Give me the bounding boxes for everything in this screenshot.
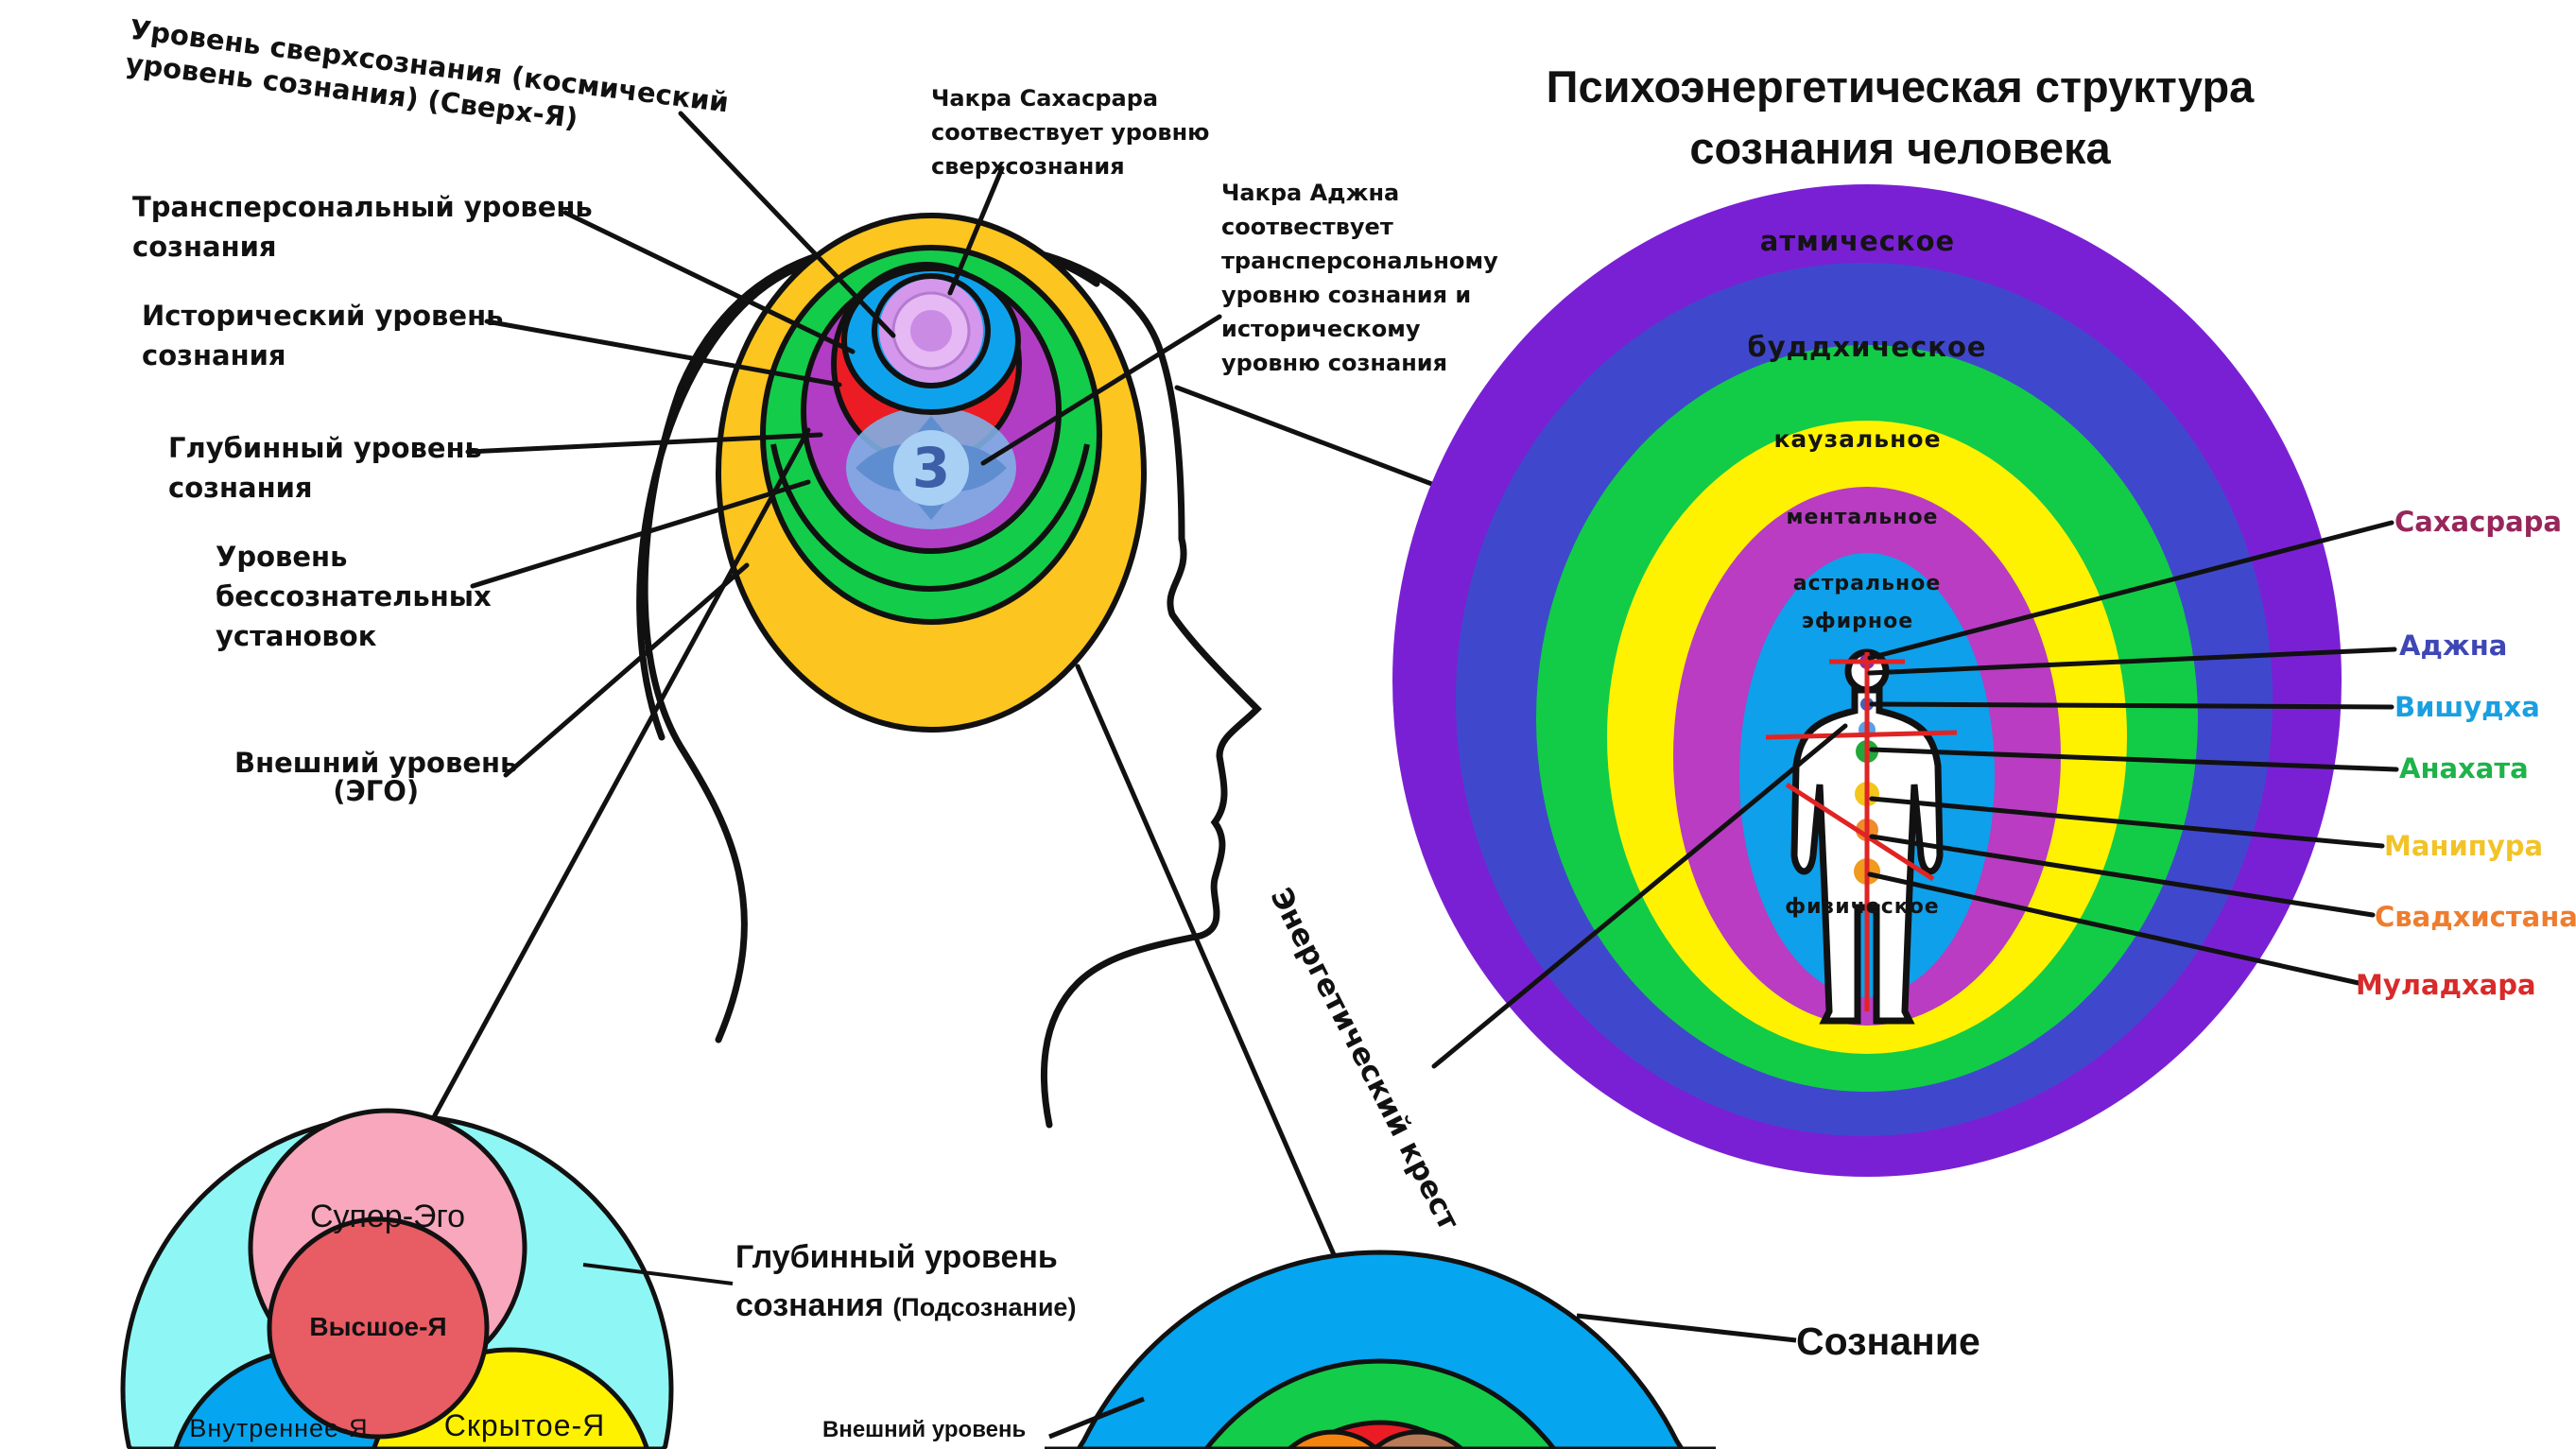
chakra-label-vishuddha: Вишудха [2394, 691, 2540, 723]
chakra-label-sahasrara: Сахасрара [2394, 506, 2562, 538]
ajna-note: Чакра Аджна соотвествует трансперсональн… [1221, 176, 1498, 380]
aura-label-etheric: эфирное [1801, 610, 1914, 633]
ajna-note-line5: историческому [1221, 316, 1421, 342]
unconscious-label-line1: Уровень [216, 541, 348, 573]
svg-text:3: 3 [912, 436, 950, 500]
consciousness-leader-lines [1048, 1313, 1797, 1440]
ajna-note-line6: уровню сознания [1221, 350, 1448, 376]
deep-label: Глубинный уровень сознания [168, 428, 482, 508]
sahasrara-note-line1: Чакра Сахасрара [931, 85, 1159, 112]
ajna-note-line2: соотвествует [1221, 214, 1393, 240]
super-ego-label: Супер-Эго [309, 1199, 466, 1234]
chakra-label-muladhara: Муладхара [2356, 969, 2536, 1001]
consciousness-label: Сознание [1796, 1320, 1980, 1363]
higher-self-label: Высшое-Я [309, 1312, 447, 1341]
chakra-label-manipura: Манипура [2384, 830, 2544, 862]
ajna-note-line3: трансперсональному [1221, 248, 1498, 274]
page-title-line1: Психоэнергетическая структура [1546, 61, 2255, 112]
ajna-chakra-icon: 3 [846, 406, 1016, 529]
subconscious-diagram [120, 1108, 674, 1449]
consciousness-left-core [1262, 1429, 1404, 1449]
page-title: Психоэнергетическая структура сознания ч… [1475, 57, 2325, 180]
deep-label-line1: Глубинный уровень [168, 432, 482, 464]
consciousness-ring2 [1153, 1358, 1607, 1449]
chakra-label-ajna: Аджна [2399, 630, 2508, 662]
ajna-note-line4: уровню сознания и [1221, 282, 1472, 308]
page-title-line2: сознания человека [1689, 122, 2111, 173]
transpersonal-label-line2: сознания [132, 231, 277, 264]
aura-label-mental: ментальное [1786, 506, 1939, 529]
chakra-label-anahata: Анахата [2399, 752, 2529, 785]
hidden-self-label: Скрытое-Я [443, 1408, 606, 1442]
sahasrara-note: Чакра Сахасрара соотвествует уровню свер… [931, 81, 1210, 183]
consciousness-outer [1045, 1250, 1716, 1449]
sahasrara-chakra-icon [879, 279, 983, 383]
deep-label-line2: сознания [168, 472, 313, 505]
subconscious-leader-lines [582, 1263, 734, 1285]
head-layer-arc [770, 443, 1090, 592]
aura-label-buddhic: буддхическое [1747, 331, 1987, 363]
transpersonal-label: Трансперсональный уровень сознания [132, 187, 593, 267]
unconscious-label-line2: бессознательных [216, 580, 492, 613]
aura-label-atmic: атмическое [1759, 225, 1956, 257]
unconscious-attitudes-label: Уровень бессознательных установок [216, 537, 492, 656]
consciousness-right-core [1347, 1429, 1489, 1449]
subconscious-caption-line2: сознания (Подсознание) [735, 1282, 1076, 1330]
transpersonal-label-line1: Трансперсональный уровень [132, 191, 593, 223]
external-label-line1: Внешний уровень [234, 747, 518, 779]
historical-label-line1: Исторический уровень [142, 300, 504, 332]
inner-self-label: Внутреннее-Я [189, 1414, 369, 1442]
aura-label-physical: физическое [1785, 895, 1940, 919]
aura-label-astral: астральное [1792, 572, 1942, 595]
subconscious-caption-word: сознания [735, 1287, 884, 1323]
consciousness-external-label: Внешний уровень [822, 1417, 1027, 1442]
chakra-label-svadhisthana: Свадхистана [2375, 901, 2576, 933]
ajna-note-line1: Чакра Аджна [1221, 180, 1400, 206]
subconscious-caption-line1: Глубинный уровень [735, 1239, 1058, 1275]
higher-self-circle [267, 1216, 490, 1440]
head-layer-superconscious-outline [872, 273, 991, 388]
external-label-line2: (ЭГО) [333, 775, 420, 808]
unconscious-label-line3: установок [216, 620, 377, 653]
historical-label-line2: сознания [142, 339, 286, 372]
subconscious-caption-suffix: (Подсознание) [892, 1293, 1077, 1321]
external-label: Внешний уровень (ЭГО) [234, 749, 517, 806]
sahasrara-note-line2: соотвествует уровню [931, 119, 1210, 146]
subconscious-caption: Глубинный уровень сознания (Подсознание) [735, 1233, 1076, 1330]
chakra-leader-lines [1431, 520, 2399, 1069]
head-layers: 3 [716, 213, 1147, 733]
energy-cross [1765, 652, 1958, 1011]
consciousness-diagram [1045, 1250, 1716, 1449]
aura-label-causal: каузальное [1773, 425, 1942, 453]
sahasrara-note-line3: сверхсознания [931, 153, 1125, 180]
historical-label: Исторический уровень сознания [142, 296, 503, 375]
